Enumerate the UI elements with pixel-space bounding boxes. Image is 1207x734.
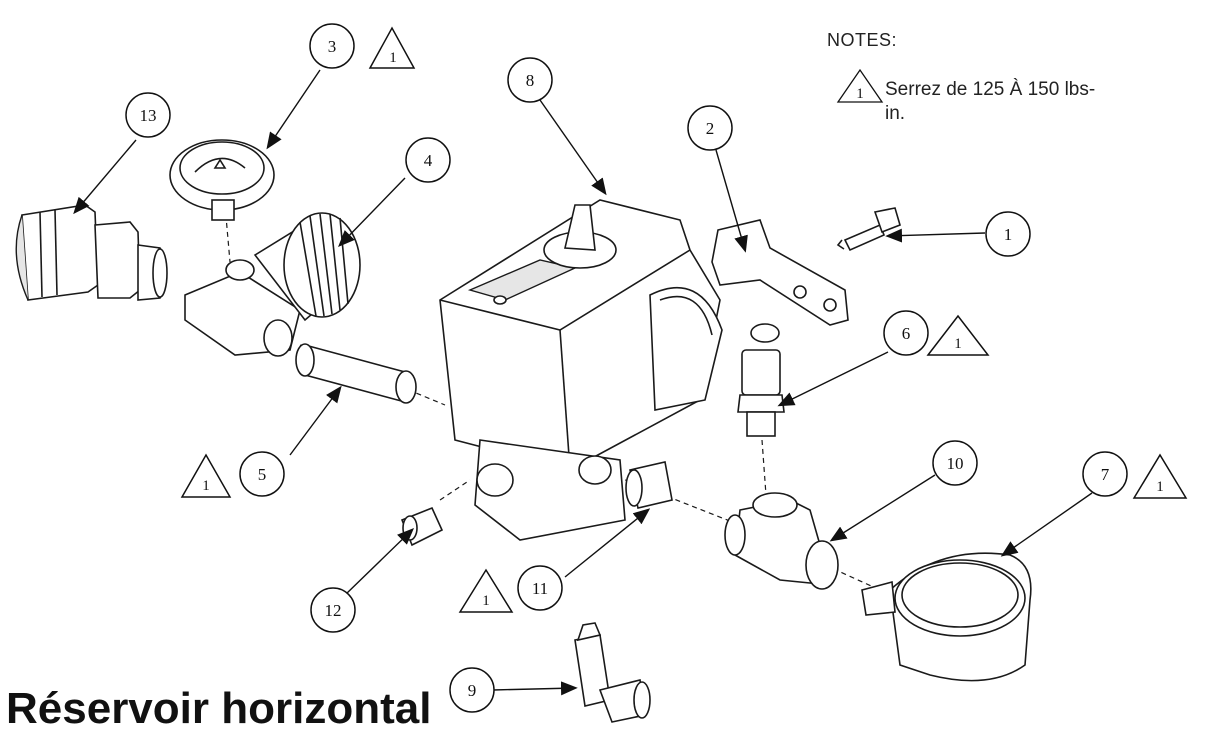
callout-6: 6	[883, 310, 929, 356]
callout-8: 8	[507, 57, 553, 103]
bushing-12-part	[400, 506, 444, 547]
pipe-tee-part	[724, 492, 839, 590]
bushing-11-part	[625, 461, 673, 509]
callout-label: 4	[424, 151, 433, 170]
torque-flag-5: 1	[180, 453, 232, 498]
callout-label: 3	[328, 37, 337, 56]
unloader-bracket-part	[711, 219, 849, 326]
callout-2: 2	[687, 105, 733, 151]
callout-label: 6	[902, 324, 911, 343]
regulator-knob-part	[169, 139, 275, 221]
flag-label: 1	[1156, 479, 1164, 495]
callout-label: 12	[325, 601, 342, 620]
torque-flag-3: 1	[368, 26, 416, 69]
torque-flag-7: 1	[1132, 453, 1188, 499]
callout-12: 12	[310, 587, 356, 633]
callout-label: 1	[1004, 225, 1013, 244]
screw-part	[836, 207, 901, 252]
page-title: Réservoir horizontal	[6, 684, 432, 733]
pressure-switch-part	[439, 199, 723, 541]
callout-10: 10	[932, 440, 978, 486]
flag-label: 1	[482, 593, 490, 609]
check-valve-part	[574, 622, 651, 723]
notes-title: NOTES:	[827, 30, 898, 50]
pressure-gauge-part	[861, 552, 1032, 682]
callout-3: 3	[309, 23, 355, 69]
callout-label: 9	[468, 681, 477, 700]
regulator-manifold-part	[184, 212, 361, 357]
callout-5: 5	[239, 451, 285, 497]
safety-valve-part	[737, 323, 785, 437]
callout-label: 2	[706, 119, 715, 138]
callout-label: 7	[1101, 465, 1110, 484]
callout-label: 11	[532, 579, 548, 598]
flag-label: 1	[389, 50, 397, 66]
callout-9: 9	[449, 667, 495, 713]
notes-triangle-label: 1	[856, 86, 864, 102]
callout-4: 4	[405, 137, 451, 183]
torque-flag-6: 1	[926, 314, 990, 356]
flag-label: 1	[954, 336, 962, 352]
callout-1: 1	[985, 211, 1031, 257]
callout-11: 11	[517, 565, 563, 611]
torque-flag-11: 1	[458, 568, 514, 613]
quick-coupler-part	[15, 204, 168, 301]
callout-7: 7	[1082, 451, 1128, 497]
notes-torque-triangle: 1	[836, 68, 884, 103]
callout-label: 13	[140, 106, 157, 125]
callout-label: 5	[258, 465, 267, 484]
flag-label: 1	[202, 478, 210, 494]
pipe-nipple-part	[295, 343, 417, 404]
callout-label: 8	[526, 71, 535, 90]
leader-lines	[73, 69, 1093, 696]
callout-label: 10	[947, 454, 964, 473]
notes-torque-text: Serrez de 125 À 150 lbs-in.	[885, 79, 1096, 124]
callout-13: 13	[125, 92, 171, 138]
